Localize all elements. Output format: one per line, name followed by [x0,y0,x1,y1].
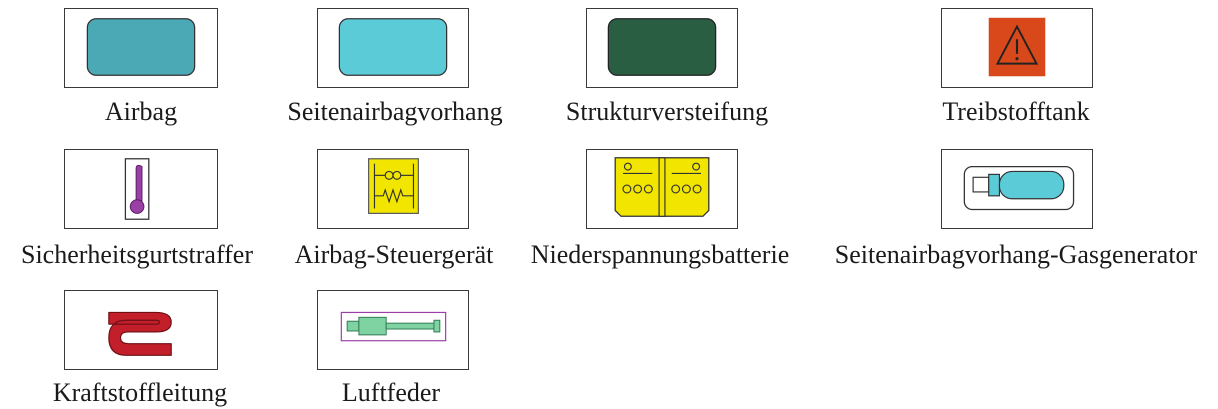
structural-reinforcement-symbol [586,8,738,88]
curtain-airbag-inflator-symbol [941,149,1093,229]
fuel-line-icon [108,311,172,356]
legend-label-low-voltage-battery: Niederspannungsbatterie [530,240,790,269]
fuel-line-symbol [64,290,218,370]
airbag-control-unit-icon [368,158,419,214]
airbag-control-unit-symbol [317,149,469,229]
legend-label-airbag-control-unit: Airbag-Steuergerät [294,240,494,269]
air-spring-icon [340,311,447,342]
side-curtain-airbag-icon [338,18,448,76]
fuel-tank-symbol [941,8,1093,88]
side-curtain-airbag-symbol [317,8,469,88]
legend-label-airbag: Airbag [104,97,178,126]
structural-reinforcement-icon [607,18,717,76]
legend-label-fuel-line: Kraftstoffleitung [52,378,228,407]
low-voltage-battery-symbol [586,149,738,229]
legend-label-fuel-tank: Treibstofftank [942,97,1090,126]
seatbelt-pretensioner-icon [124,158,150,220]
air-spring-symbol [317,290,469,370]
legend-label-air-spring: Luftfeder [341,378,441,407]
fuel-tank-warning-icon [988,17,1046,77]
seatbelt-pretensioner-symbol [64,149,218,229]
low-voltage-battery-icon [614,157,710,217]
legend-label-curtain-airbag-inflator: Seitenairbagvorhang-Gasgenerator [834,240,1198,269]
legend-label-seatbelt-pretensioner: Sicherheitsgurtstraffer [21,240,253,269]
curtain-airbag-inflator-icon [963,165,1075,211]
airbag-symbol [64,8,218,88]
legend-label-side-curtain-airbag: Seitenairbagvorhang [287,97,503,126]
legend-label-structural-reinforcement: Strukturversteifung [565,97,769,126]
airbag-icon [86,18,196,76]
